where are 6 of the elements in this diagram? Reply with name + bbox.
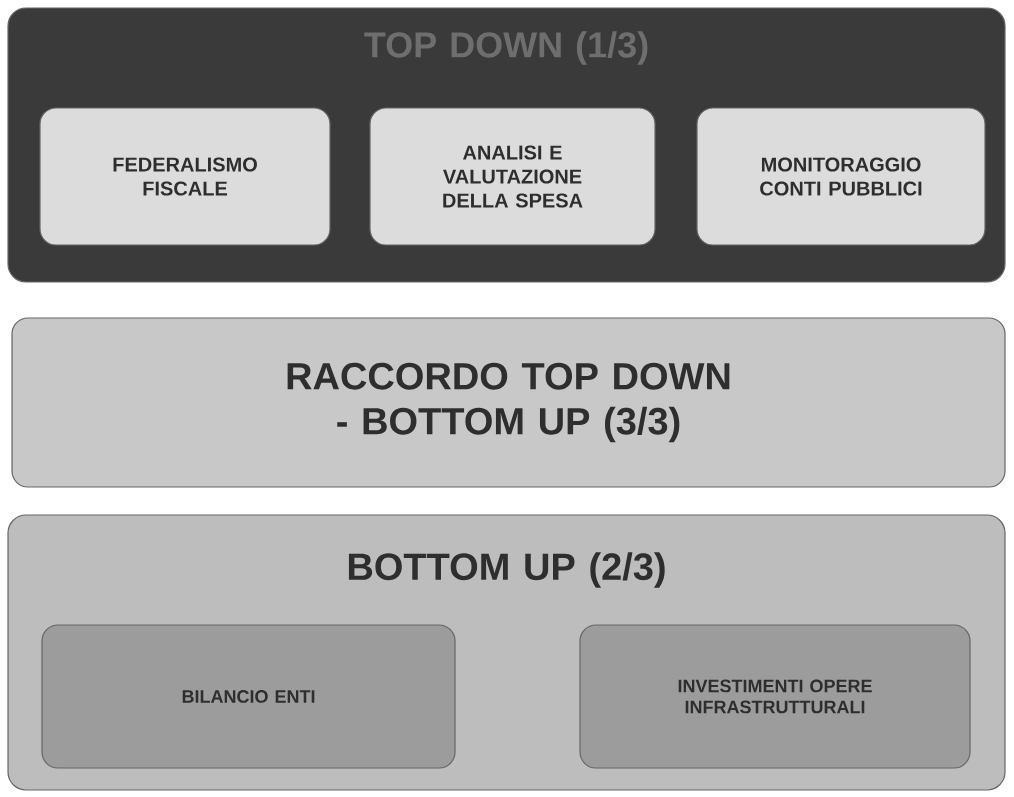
topic-box: BILANCIO ENTI — [41, 624, 456, 769]
section-band: RACCORDO TOP DOWN - BOTTOM UP (3/3) — [11, 317, 1006, 488]
topic-box: ANALISI E VALUTAZIONE DELLA SPESA — [369, 107, 656, 246]
topic-box: FEDERALISMO FISCALE — [39, 107, 331, 246]
topic-box: INVESTIMENTI OPERE INFRASTRUTTURALI — [579, 624, 971, 769]
topic-box: MONITORAGGIO CONTI PUBBLICI — [696, 107, 986, 246]
